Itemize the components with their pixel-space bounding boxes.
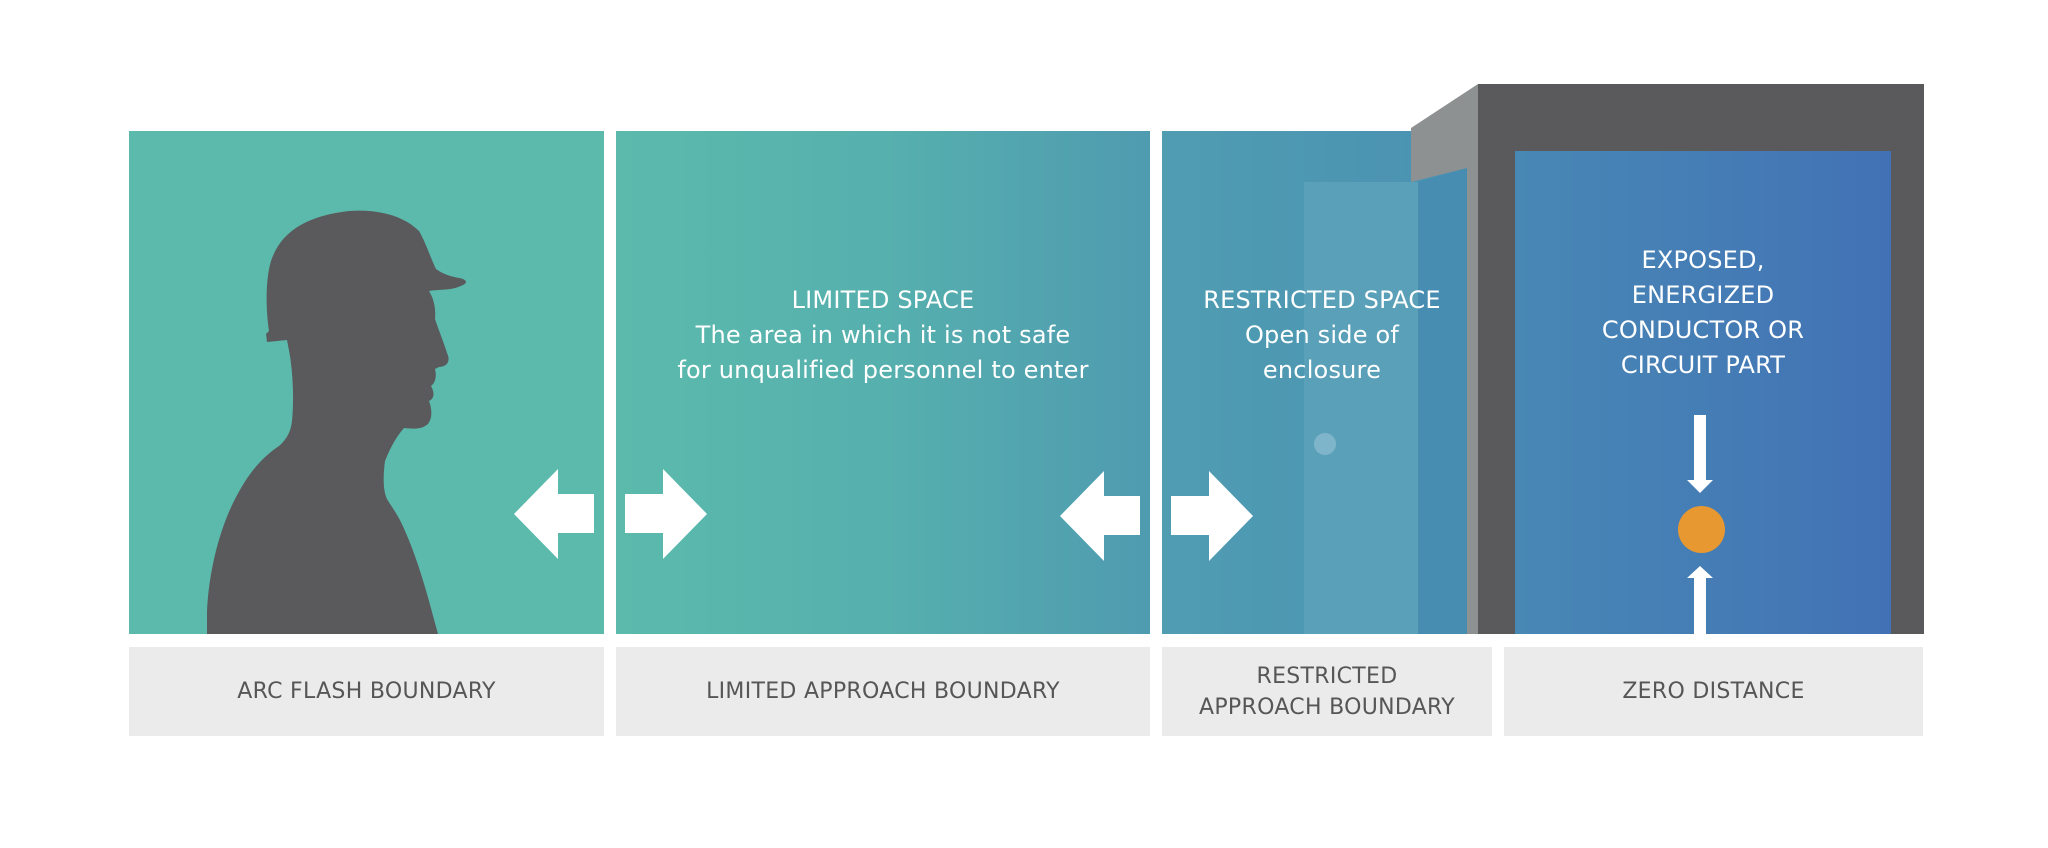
restricted-approach-panel: RESTRICTED SPACE Open side of enclosure <box>1162 131 1468 634</box>
exposed-line-3: CONDUCTOR OR <box>1601 316 1805 344</box>
zero-distance-panel: EXPOSED, ENERGIZED CONDUCTOR OR CIRCUIT … <box>1515 151 1891 634</box>
restricted-approach-label-1: RESTRICTED <box>1256 663 1398 689</box>
door-handle-icon <box>1314 433 1336 455</box>
enclosure-side-panel <box>1418 168 1468 634</box>
limited-space-desc-1: The area in which it is not safe <box>695 321 1071 349</box>
arrow-right-icon <box>625 469 707 559</box>
arrow-right-icon <box>1171 471 1253 561</box>
zero-distance-label: ZERO DISTANCE <box>1622 679 1805 704</box>
limited-space-title: LIMITED SPACE <box>791 286 975 314</box>
limited-approach-panel: LIMITED SPACE The area in which it is no… <box>616 131 1150 634</box>
arrow-left-icon <box>514 469 594 559</box>
limited-space-desc-2: for unqualified personnel to enter <box>677 356 1089 384</box>
arrow-down-icon <box>1687 415 1713 493</box>
enclosure-door <box>1304 182 1418 634</box>
arc-flash-panel <box>129 131 604 634</box>
exposed-line-2: ENERGIZED <box>1631 281 1775 309</box>
arrow-up-icon <box>1687 566 1713 634</box>
restricted-space-title: RESTRICTED SPACE <box>1203 286 1441 314</box>
arrow-left-icon <box>1060 471 1140 561</box>
limited-approach-boundary-label: LIMITED APPROACH BOUNDARY <box>706 679 1060 704</box>
enclosure-bevel <box>1411 84 1478 634</box>
exposed-line-1: EXPOSED, <box>1641 246 1765 274</box>
restricted-space-desc-2: enclosure <box>1262 356 1382 384</box>
restricted-space-text: RESTRICTED SPACE Open side of enclosure <box>1162 283 1482 388</box>
restricted-approach-label-2: APPROACH BOUNDARY <box>1199 694 1455 720</box>
label-arc-flash-boundary: ARC FLASH BOUNDARY <box>129 647 604 736</box>
restricted-space-desc-1: Open side of <box>1244 321 1400 349</box>
conductor-dot-icon <box>1678 506 1725 553</box>
arc-flash-boundary-label: ARC FLASH BOUNDARY <box>237 679 496 704</box>
label-zero-distance: ZERO DISTANCE <box>1504 647 1923 736</box>
limited-space-text: LIMITED SPACE The area in which it is no… <box>616 283 1150 388</box>
exposed-conductor-text: EXPOSED, ENERGIZED CONDUCTOR OR CIRCUIT … <box>1515 243 1891 383</box>
label-limited-approach-boundary: LIMITED APPROACH BOUNDARY <box>616 647 1150 736</box>
label-restricted-approach-boundary: RESTRICTED APPROACH BOUNDARY <box>1162 647 1492 736</box>
worker-silhouette-icon <box>207 210 466 634</box>
exposed-line-4: CIRCUIT PART <box>1620 351 1786 379</box>
